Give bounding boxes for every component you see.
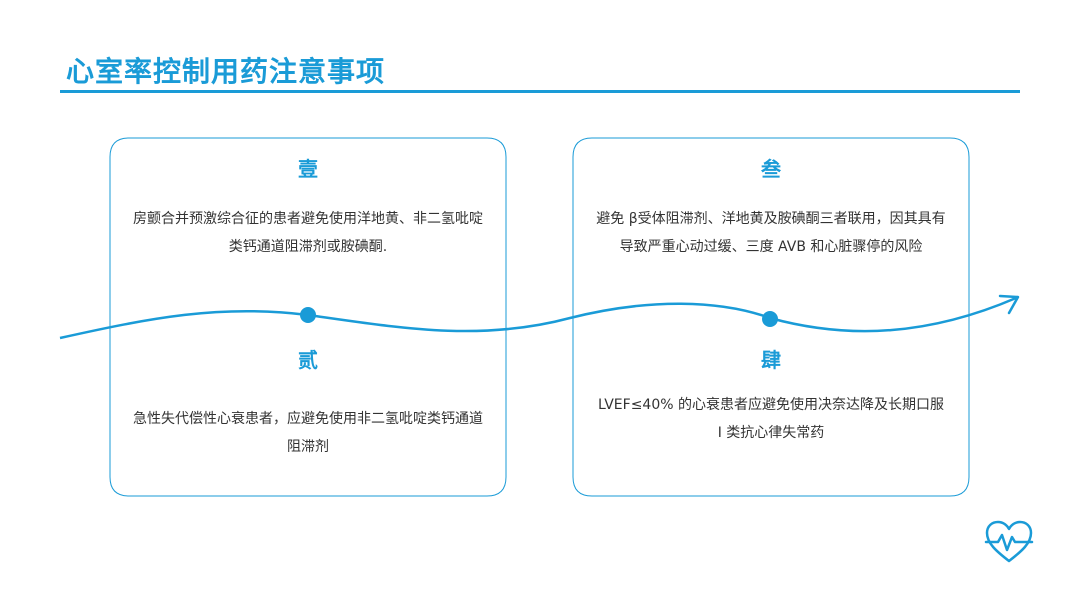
item-3-text: 避免 β受体阻滞剂、洋地黄及胺碘酮三者联用，因其具有导致严重心动过缓、三度 AV… [596,211,946,255]
card-left: 壹 房颤合并预激综合征的患者避免使用洋地黄、非二氢吡啶类钙通道阻滞剂或胺碘酮. … [109,137,507,497]
card-left-frame [109,137,507,497]
timeline-dot-left [300,307,316,323]
item-4-text: LVEF≤40% 的心衰患者应避免使用决奈达降及长期口服 I 类抗心律失常药 [597,397,945,441]
heart-pulse-icon [984,520,1034,563]
item-1-text: 房颤合并预激综合征的患者避免使用洋地黄、非二氢吡啶类钙通道阻滞剂或胺碘酮. [133,211,483,255]
item-2-text: 急性失代偿性心衰患者，应避免使用非二氢吡啶类钙通道阻滞剂 [133,411,483,455]
item-2-heading: 贰 [298,348,318,372]
wave-line [59,296,1017,340]
item-1-heading: 壹 [298,157,318,181]
title-underline [60,90,1020,93]
item-4-heading: 肆 [761,348,781,372]
item-3-heading: 叁 [761,157,781,181]
arrow-head-icon [998,294,1020,315]
timeline-dot-right [762,311,778,327]
page-title: 心室率控制用药注意事项 [66,55,386,88]
card-right-frame [572,137,970,497]
card-right: 叁 避免 β受体阻滞剂、洋地黄及胺碘酮三者联用，因其具有导致严重心动过缓、三度 … [572,137,970,497]
